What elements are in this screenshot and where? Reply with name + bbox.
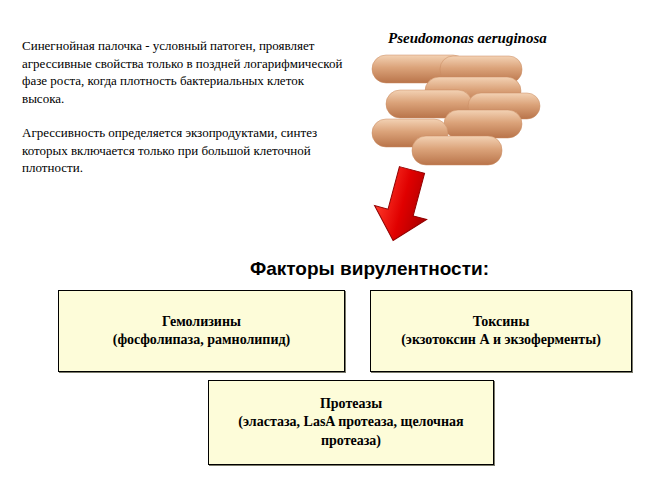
factor-heading: Протеазы [320,395,382,413]
factor-examples: (фосфолипаза, рамнолипид) [113,331,291,349]
factor-box: Гемолизины(фосфолипаза, рамнолипид) [58,290,345,372]
factor-box: Протеазы(эластаза, LasA протеаза, щелочн… [208,380,494,465]
bacteria-rods [372,55,540,165]
species-name: Pseudomonas aeruginosa [388,30,547,47]
factor-heading: Гемолизины [162,313,241,331]
factor-examples: (эластаза, LasA протеаза, щелочная проте… [219,413,483,449]
red-arrow [367,163,438,247]
red-arrow [367,163,438,247]
diagram-title: Факторы вирулентности: [250,258,489,280]
factor-box: Токсины(экзотоксин А и экзоферменты) [370,290,632,372]
bacterium-rod [412,136,502,165]
bacterium-rod [444,110,522,138]
factor-heading: Токсины [473,313,530,331]
factor-examples: (экзотоксин А и экзоферменты) [401,331,601,349]
note-text: Агрессивность определяется экзопродуктам… [22,124,344,177]
note-text: Синегнойная палочка - условный патоген, … [22,37,344,107]
